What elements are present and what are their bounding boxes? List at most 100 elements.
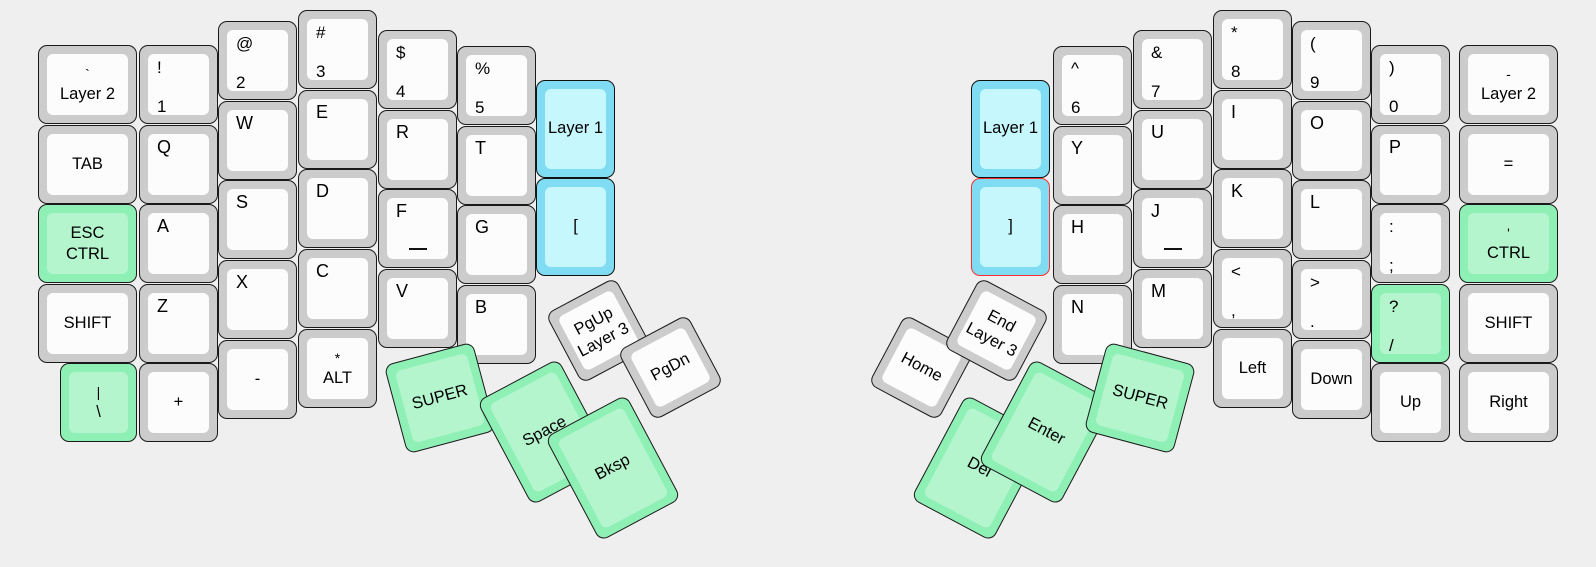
key-l-r[interactable]: R bbox=[378, 110, 457, 189]
key-l-5[interactable]: %5 bbox=[457, 46, 536, 125]
key-cap: :; bbox=[1380, 213, 1441, 274]
key-legend-shifted: * bbox=[1231, 23, 1238, 42]
key-legend-base: 7 bbox=[1151, 82, 1161, 100]
key-r-shift[interactable]: SHIFT bbox=[1459, 284, 1558, 363]
key-l-f[interactable]: F bbox=[378, 189, 457, 268]
key-cap: Q bbox=[148, 134, 209, 195]
key-cap: Bksp bbox=[556, 406, 670, 530]
key-legend-shifted: ? bbox=[1389, 297, 1399, 316]
key-cap: Right bbox=[1468, 372, 1549, 433]
key-cap: SUPER bbox=[394, 352, 486, 444]
key-cap: !1 bbox=[148, 54, 209, 115]
key-l-a[interactable]: A bbox=[139, 204, 218, 283]
key-r-p[interactable]: P bbox=[1371, 125, 1450, 204]
key-legend-base: C bbox=[316, 261, 329, 281]
key-l-g[interactable]: G bbox=[457, 205, 536, 284]
key-r-semicolon[interactable]: :; bbox=[1371, 204, 1450, 283]
key-cap: *8 bbox=[1222, 19, 1283, 80]
key-l-1[interactable]: !1 bbox=[139, 45, 218, 124]
key-l-layer1[interactable]: Layer 1 bbox=[536, 80, 615, 178]
key-r-right[interactable]: Right bbox=[1459, 363, 1558, 442]
key-legend-base: H bbox=[1071, 217, 1084, 237]
key-legend-base: CTRL bbox=[1486, 243, 1531, 262]
key-r-m[interactable]: M bbox=[1133, 269, 1212, 348]
key-legend-base: J bbox=[1151, 201, 1160, 221]
key-cap: SUPER bbox=[1094, 352, 1186, 444]
key-legend-base: 2 bbox=[236, 73, 246, 91]
key-l-alt[interactable]: * ALT bbox=[298, 329, 377, 408]
key-cap: J bbox=[1142, 198, 1203, 259]
key-r-period[interactable]: >. bbox=[1292, 260, 1371, 339]
key-legend-shifted: @ bbox=[236, 34, 254, 53]
key-r-minus-layer2[interactable]: -Layer 2 bbox=[1459, 45, 1558, 124]
key-legend-shifted: - bbox=[1506, 65, 1511, 82]
key-r-9[interactable]: (9 bbox=[1292, 21, 1371, 100]
key-r-down[interactable]: Down bbox=[1292, 340, 1371, 419]
key-legend-base: / bbox=[1389, 336, 1394, 354]
key-cap: |\ bbox=[69, 372, 128, 433]
key-l-t[interactable]: T bbox=[457, 126, 536, 205]
key-r-bracket-close[interactable]: ] bbox=[971, 178, 1050, 276]
key-r-left[interactable]: Left bbox=[1213, 329, 1292, 408]
key-l-shift[interactable]: SHIFT bbox=[38, 284, 137, 363]
key-legend-shifted: ^ bbox=[1071, 59, 1079, 78]
key-cap: Up bbox=[1380, 372, 1441, 433]
key-r-i[interactable]: I bbox=[1213, 90, 1292, 169]
key-cap: I bbox=[1222, 99, 1283, 160]
key-cap: X bbox=[227, 269, 288, 330]
key-l-4[interactable]: $4 bbox=[378, 30, 457, 109]
key-legend-shifted: % bbox=[475, 59, 491, 78]
key-l-grave-layer2[interactable]: `Layer 2 bbox=[38, 45, 137, 124]
key-r-up[interactable]: Up bbox=[1371, 363, 1450, 442]
key-legend-base: I bbox=[1231, 102, 1237, 122]
key-legend-base: V bbox=[396, 281, 409, 301]
key-legend-base: SUPER bbox=[410, 381, 470, 414]
key-r-u[interactable]: U bbox=[1133, 110, 1212, 189]
key-l-e[interactable]: E bbox=[298, 90, 377, 169]
key-l-w[interactable]: W bbox=[218, 101, 297, 180]
key-l-2[interactable]: @2 bbox=[218, 21, 297, 100]
key-l-d[interactable]: D bbox=[298, 169, 377, 248]
key-l-q[interactable]: Q bbox=[139, 125, 218, 204]
key-l-3[interactable]: #3 bbox=[298, 10, 377, 89]
key-legend-base: TAB bbox=[72, 154, 103, 173]
key-legend-base: D bbox=[316, 181, 329, 201]
key-r-equal[interactable]: = bbox=[1459, 125, 1558, 204]
key-r-quote-ctrl[interactable]: 'CTRL bbox=[1459, 204, 1558, 283]
key-cap: @2 bbox=[227, 30, 288, 91]
key-legend-base: X bbox=[236, 272, 249, 292]
key-cap: [ bbox=[545, 187, 606, 267]
key-r-layer1[interactable]: Layer 1 bbox=[971, 80, 1050, 178]
key-legend-base: ALT bbox=[322, 368, 353, 387]
key-legend-base: U bbox=[1151, 122, 1164, 142]
key-l-v[interactable]: V bbox=[378, 269, 457, 348]
key-l-s[interactable]: S bbox=[218, 180, 297, 259]
key-r-k[interactable]: K bbox=[1213, 169, 1292, 248]
key-legend-base: \ bbox=[96, 402, 101, 421]
key-r-j[interactable]: J bbox=[1133, 189, 1212, 268]
key-r-7[interactable]: &7 bbox=[1133, 30, 1212, 109]
key-r-h[interactable]: H bbox=[1053, 205, 1132, 284]
key-r-6[interactable]: ^6 bbox=[1053, 46, 1132, 125]
key-cap: SHIFT bbox=[47, 293, 128, 354]
key-legend-base: Left bbox=[1238, 358, 1267, 377]
key-l-c[interactable]: C bbox=[298, 249, 377, 328]
key-cap: = bbox=[1468, 134, 1549, 195]
key-l-bracket-open[interactable]: [ bbox=[536, 178, 615, 276]
key-l-plus[interactable]: + bbox=[139, 363, 218, 442]
key-r-l[interactable]: L bbox=[1292, 180, 1371, 259]
key-l-z[interactable]: Z bbox=[139, 284, 218, 363]
key-r-comma[interactable]: <, bbox=[1213, 249, 1292, 328]
key-l-minus[interactable]: - bbox=[218, 340, 297, 419]
key-r-y[interactable]: Y bbox=[1053, 126, 1132, 205]
key-l-tab[interactable]: TAB bbox=[38, 125, 137, 204]
key-l-x[interactable]: X bbox=[218, 260, 297, 339]
key-r-o[interactable]: O bbox=[1292, 101, 1371, 180]
key-l-pipe-backslash[interactable]: |\ bbox=[60, 363, 137, 442]
key-r-0[interactable]: )0 bbox=[1371, 45, 1450, 124]
key-r-8[interactable]: *8 bbox=[1213, 10, 1292, 89]
key-r-slash[interactable]: ?/ bbox=[1371, 284, 1450, 363]
key-cap: O bbox=[1301, 110, 1362, 171]
key-legend-shifted: * bbox=[334, 349, 341, 366]
